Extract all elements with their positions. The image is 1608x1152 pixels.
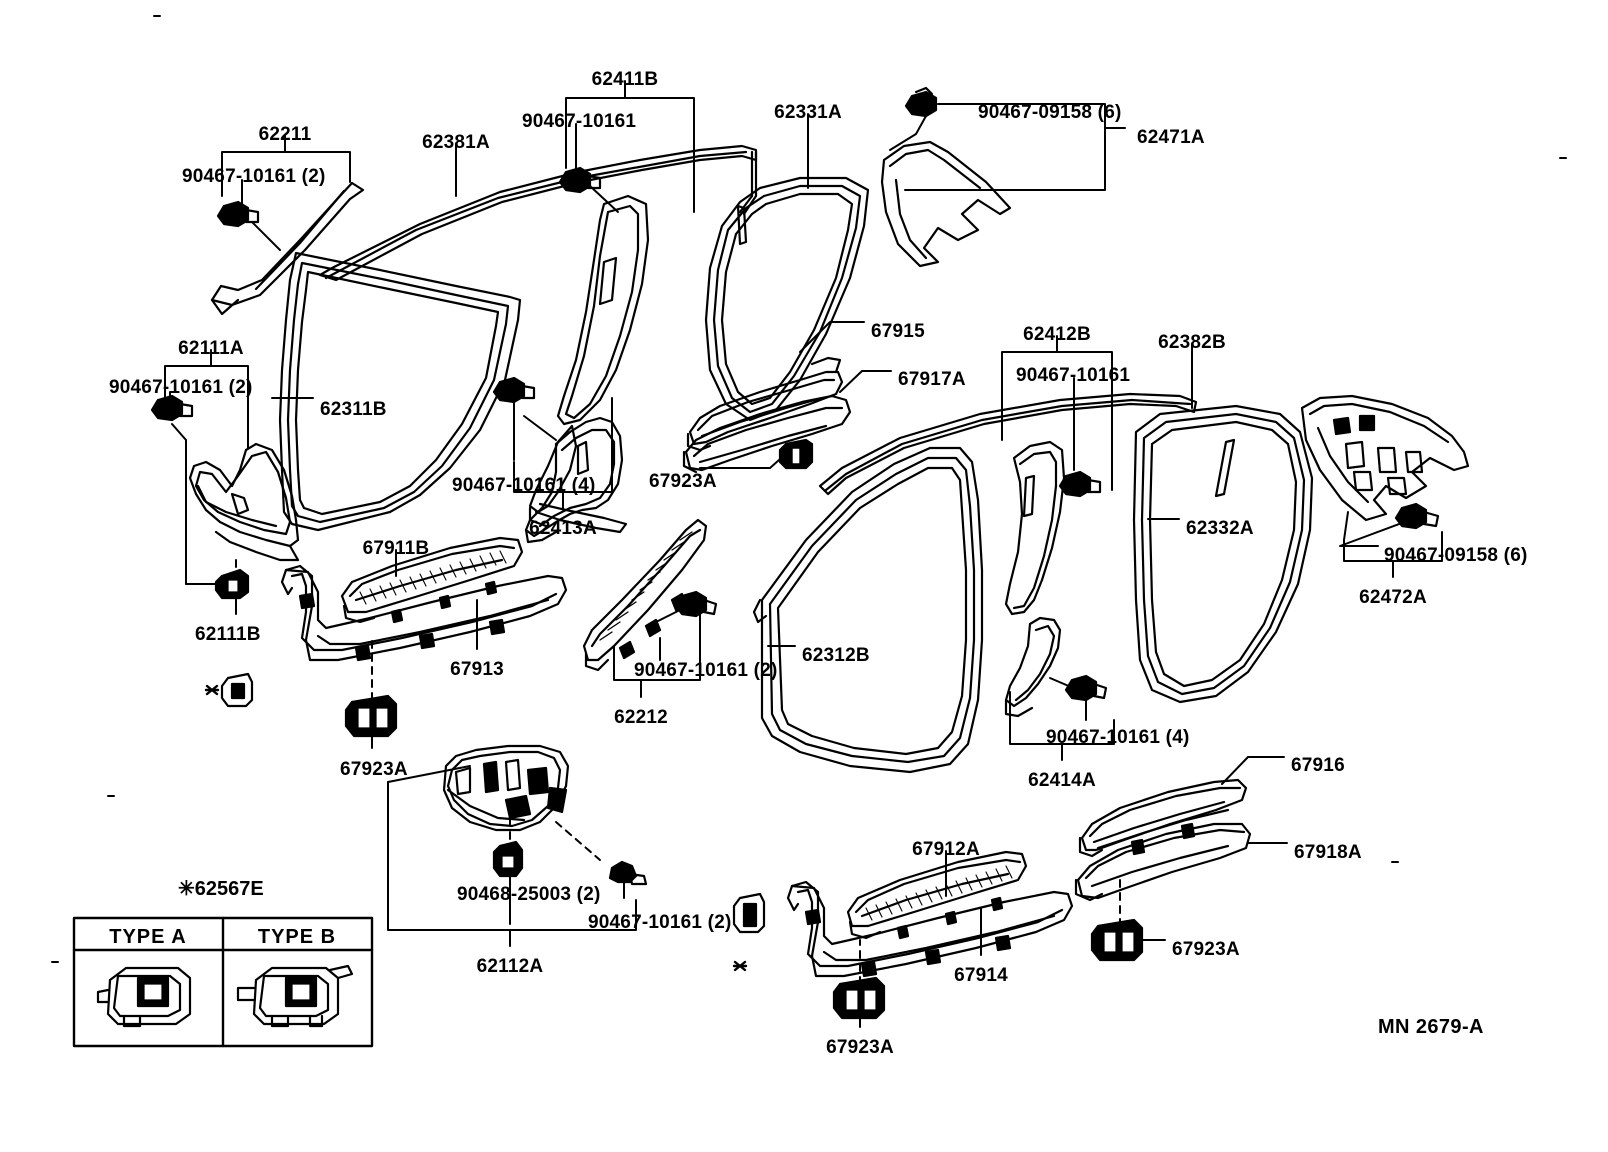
- part-62111B-clip: [214, 568, 250, 600]
- legend-column-type-a: TYPE A: [109, 926, 187, 948]
- part-callout-90467-10161-2: 90467-10161 (2): [634, 660, 778, 681]
- part-callout-90468-25003-2: 90468-25003 (2): [457, 884, 601, 905]
- part-callout-62211: 62211: [258, 124, 312, 145]
- part-67916-shape: [1078, 778, 1248, 858]
- part-callout-62311b: 62311B: [320, 399, 387, 420]
- part-62212-shape: [582, 518, 708, 672]
- part-callout-90467-10161-4: 90467-10161 (4): [1046, 727, 1190, 748]
- part-callout-62112a: 62112A: [476, 956, 544, 977]
- part-callout-67912a: 67912A: [912, 839, 980, 860]
- leader-lines: [164, 80, 1443, 1028]
- part-67914-shape: [786, 880, 1074, 978]
- part-67912A-shape: [846, 850, 1028, 940]
- part-90468-25003-clip: [492, 840, 524, 878]
- part-67923A-clip-left: [344, 694, 398, 738]
- part-callout-67913: 67913: [450, 659, 504, 680]
- part-callout-62413a: 62413A: [529, 518, 597, 539]
- part-callout-62472a: 62472A: [1359, 587, 1427, 608]
- part-62471A-shape: [880, 140, 1012, 268]
- part-callout-67916: 67916: [1291, 755, 1345, 776]
- part-callout-67914: 67914: [954, 965, 1008, 986]
- legend-star-glyph: ✳: [178, 878, 195, 900]
- part-callout-62312b: 62312B: [802, 645, 870, 666]
- legend-title: ✳62567E: [178, 876, 264, 901]
- part-callout-67918a: 67918A: [1294, 842, 1362, 863]
- part-67923A-clip-bottom: [832, 976, 886, 1020]
- part-callout-62471a: 62471A: [1137, 127, 1205, 148]
- part-callout-62212: 62212: [614, 707, 668, 728]
- part-callout-90467-09158-6: 90467-09158 (6): [978, 102, 1122, 123]
- part-callout-90467-09158-6: 90467-09158 (6): [1384, 545, 1528, 566]
- part-62413A-shape: [524, 416, 624, 544]
- part-callout-62382b: 62382B: [1158, 332, 1226, 353]
- part-callout-62111a: 62111A: [178, 338, 244, 359]
- legend-box: [72, 916, 374, 1048]
- legend-type-a-clip: [96, 966, 192, 1028]
- diagram-id: MN 2679-A: [1378, 1016, 1484, 1038]
- part-62332A-shape: [1132, 404, 1314, 704]
- part-67923A-clip-right: [1090, 918, 1144, 962]
- part-62412B-shape: [1004, 440, 1066, 718]
- part-callout-62412b: 62412B: [1023, 324, 1091, 345]
- legend-column-type-b: TYPE B: [257, 926, 337, 948]
- part-62312B-shape: [752, 446, 984, 774]
- part-callout-90467-10161-2: 90467-10161 (2): [588, 912, 732, 933]
- part-62112A-star-clip: [220, 672, 254, 708]
- part-callout-67923a: 67923A: [826, 1037, 894, 1058]
- part-callout-67923a: 67923A: [340, 759, 408, 780]
- part-callout-67923a: 67923A: [1172, 939, 1240, 960]
- part-callout-62381a: 62381A: [422, 132, 490, 153]
- part-62311B-shape: [278, 251, 522, 532]
- part-callout-62411b: 62411B: [591, 69, 659, 90]
- part-callout-62414a: 62414A: [1028, 770, 1096, 791]
- part-62472A-shape: [1300, 394, 1470, 522]
- part-callout-67911b: 67911B: [362, 538, 430, 559]
- star-markers: [204, 684, 748, 972]
- part-67918A-shape: [1074, 822, 1252, 902]
- part-67923A-clip-center: [778, 438, 814, 470]
- part-callout-62111b: 62111B: [195, 624, 261, 645]
- part-callout-90467-10161-4: 90467-10161 (4): [452, 475, 596, 496]
- part-callout-62331a: 62331A: [774, 102, 842, 123]
- part-callout-90467-10161: 90467-10161: [522, 111, 637, 132]
- part-62211-shape: [210, 181, 365, 316]
- part-67917A-shape: [682, 394, 852, 474]
- part-callout-90467-10161-2: 90467-10161 (2): [109, 377, 253, 398]
- legend-part-number: 62567E: [194, 878, 264, 900]
- part-67911B-shape: [340, 536, 524, 624]
- part-62381A-shape: [318, 144, 758, 282]
- part-62111A-shape: [188, 442, 300, 562]
- part-callout-67915: 67915: [871, 321, 925, 342]
- legend-type-b-clip: [236, 964, 354, 1028]
- register-marks: [51, 15, 1567, 963]
- part-callout-67917a: 67917A: [898, 369, 966, 390]
- part-callout-62332a: 62332A: [1186, 518, 1254, 539]
- part-67915-shape: [686, 356, 844, 452]
- part-callout-67923a: 67923A: [649, 471, 717, 492]
- part-62382B-shape: [818, 392, 1198, 496]
- part-62112A-shape: [442, 744, 570, 832]
- part-callout-90467-10161-2: 90467-10161 (2): [182, 166, 326, 187]
- clip-heads: [150, 86, 1440, 702]
- part-67913-shape: [280, 564, 568, 662]
- part-callout-90467-10161: 90467-10161: [1016, 365, 1131, 386]
- star-clip-bottom: [732, 892, 766, 934]
- part-90467-10161-clip-bottom: [608, 860, 648, 886]
